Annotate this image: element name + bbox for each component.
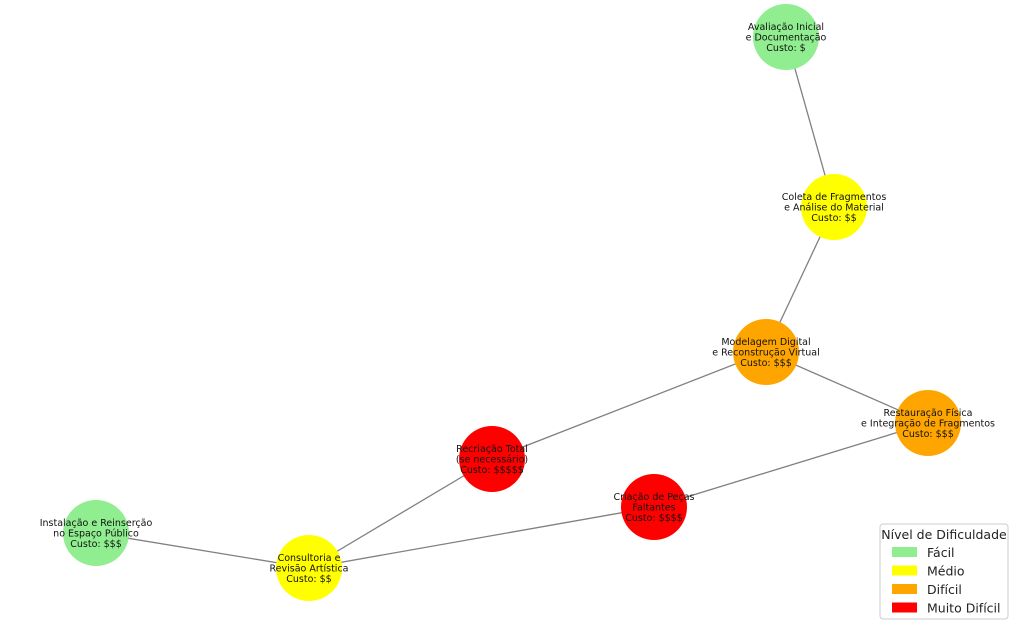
node-circle-coleta xyxy=(801,174,867,240)
legend-swatch-hard xyxy=(892,584,917,594)
node-circle-modelagem xyxy=(733,319,799,385)
node-label-line: (se necessário) xyxy=(456,455,528,466)
legend-label-very_hard: Muito Difícil xyxy=(927,601,1001,616)
edge-recriacao-consultoria xyxy=(308,458,493,569)
node-label-recriacao: Recriação Total(se necessário)Custo: $$$… xyxy=(456,444,528,476)
legend-label-medium: Médio xyxy=(927,564,965,579)
node-label-line: Revisão Artística xyxy=(269,564,348,575)
node-label-line: Instalação e Reinserção xyxy=(40,518,153,529)
node-label-line: Coleta de Fragmentos xyxy=(782,192,887,203)
node-label-line: Custo: $ xyxy=(766,43,805,54)
legend-swatch-easy xyxy=(892,547,917,557)
node-label-line: no Espaço Público xyxy=(53,529,139,540)
legend-swatch-medium xyxy=(892,565,917,576)
node-circle-restauracao xyxy=(895,390,961,456)
legend-swatch-very_hard xyxy=(892,602,917,613)
edge-consultoria-instalacao xyxy=(95,532,310,569)
edge-modelagem-recriacao xyxy=(491,351,767,460)
node-label-line: Custo: $$$ xyxy=(70,539,122,550)
node-label-line: Restauração Física xyxy=(884,408,973,419)
node-label-line: Custo: $$$$$ xyxy=(460,465,524,476)
node-circle-consultoria xyxy=(276,535,342,601)
legend-label-hard: Difícil xyxy=(927,582,962,597)
node-label-line: Modelagem Digital xyxy=(721,337,810,348)
edge-criacao-consultoria xyxy=(308,506,655,569)
node-label-line: Recriação Total xyxy=(456,444,528,455)
node-label-line: Avaliação Inicial xyxy=(748,22,824,33)
node-label-line: e Integração de Fragmentos xyxy=(861,419,995,430)
node-circle-avaliacao xyxy=(753,4,819,70)
node-label-line: e Análise do Material xyxy=(784,203,884,214)
edge-restauracao-criacao xyxy=(653,422,929,508)
node-label-line: Custo: $$$$ xyxy=(625,513,683,524)
node-label-line: Criação de Peças xyxy=(613,492,694,503)
node-label-line: Consultoria e xyxy=(278,553,341,564)
edge-layer xyxy=(95,36,929,569)
node-label-line: e Documentação xyxy=(746,33,827,44)
node-circle-recriacao xyxy=(459,426,525,492)
node-label-line: e Reconstrução Virtual xyxy=(712,348,819,359)
node-label-line: Custo: $$$ xyxy=(902,429,954,440)
node-label-line: Custo: $$ xyxy=(286,574,331,585)
legend-label-easy: Fácil xyxy=(927,545,955,560)
node-recriacao: Recriação Total(se necessário)Custo: $$$… xyxy=(456,426,528,492)
legend-title: Nível de Dificuldade xyxy=(881,527,1007,542)
node-label-line: Custo: $$ xyxy=(811,213,856,224)
node-circle-instalacao xyxy=(63,500,129,566)
node-label-line: Custo: $$$ xyxy=(740,358,792,369)
node-circle-criacao xyxy=(621,474,687,540)
node-label-line: Faltantes xyxy=(632,503,675,514)
legend: Nível de Dificuldade FácilMédioDifícilMu… xyxy=(879,523,1009,620)
